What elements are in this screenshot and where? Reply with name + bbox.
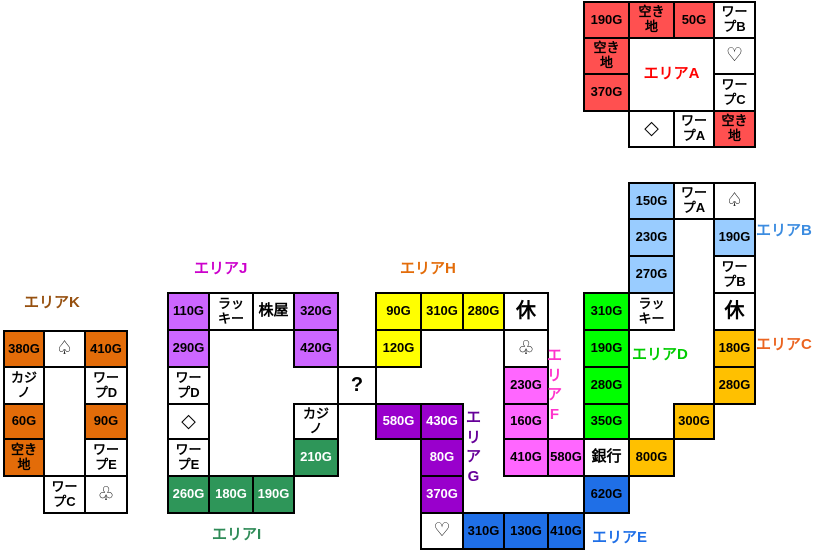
board-cell: ワー プC [43,475,86,514]
board-cell: 430G [420,403,464,440]
board-cell: 410G [503,438,549,477]
board-cell: 380G [3,330,45,368]
board-cell: 休 [503,292,549,331]
board-cell: 280G [583,366,630,405]
suit-symbol-cell: ◇ [628,110,675,148]
suit-symbol-cell: ♡ [713,37,756,75]
board-cell: 190G [252,475,295,514]
board-cell: 空き 地 [628,1,675,39]
board-cell: 310G [583,292,630,331]
area-label: エリアH [400,260,456,277]
board-cell: 320G [293,292,339,331]
suit-symbol-cell: ♡ [420,512,464,550]
board-cell: 190G [713,218,756,257]
board-cell: 90G [84,403,128,440]
board-cell: 620G [583,475,630,514]
board-cell: 800G [628,438,675,477]
board-cell: ワー プD [84,366,128,405]
area-label: エリアK [24,294,80,311]
board-cell: ラッ キー [628,292,675,331]
board-cell: 銀行 [583,438,630,477]
board-cell: 410G [84,330,128,368]
area-label: エリアC [756,336,812,353]
board-cell: 580G [547,438,585,477]
board-cell: ワー プB [713,255,756,294]
board-cell: 350G [583,403,630,440]
board-cell: ワー プD [167,366,210,405]
board-cell: 300G [673,403,715,440]
board-cell: 210G [293,438,339,477]
board-cell: 420G [293,329,339,368]
area-label: エリアF [546,347,562,423]
board-cell: カジ ノ [293,403,339,440]
area-label: エリアD [632,346,688,363]
board-cell: 空き 地 [713,110,756,148]
area-label: エリアB [756,222,812,239]
area-label: エリアE [592,529,648,546]
area-label-cell: エリアA [628,37,715,112]
board-cell: 410G [547,512,585,550]
board-cell: 180G [713,329,756,368]
board-cell: 190G [583,1,630,39]
suit-symbol-cell: ♧ [84,475,128,514]
board-cell: 150G [628,182,675,220]
board-cell: ワー プA [673,182,715,220]
board-cell: 180G [208,475,254,514]
board-cell: 60G [3,403,45,440]
board-cell: 310G [420,292,464,331]
board-cell: ワー プE [84,438,128,477]
board-cell: 130G [503,512,549,550]
suit-symbol-cell: ◇ [167,403,210,440]
board-cell: 190G [583,329,630,368]
board-cell: 80G [420,438,464,477]
board-cell: ? [337,366,377,405]
board-cell: 株屋 [252,292,295,331]
board-cell: ワー プE [167,438,210,477]
suit-symbol-cell: ♧ [503,329,549,368]
suit-symbol-cell: ♤ [43,330,86,368]
suit-symbol-cell: ♤ [713,182,756,220]
board-cell: ラッ キー [208,292,254,331]
area-label: エリアJ [194,260,248,277]
board-cell: 230G [503,366,549,405]
board-cell: 160G [503,403,549,440]
board-cell: ワー プC [713,73,756,112]
board-cell: 290G [167,329,210,368]
board-cell: 370G [420,475,464,514]
board-cell: 空き 地 [3,438,45,477]
board-cell: 110G [167,292,210,331]
board-cell: 580G [375,403,422,440]
board-cell: 空き 地 [583,37,630,75]
board-cell: 休 [713,292,756,331]
board-cell: 230G [628,218,675,257]
board-cell: 280G [713,366,756,405]
area-label: エリアI [212,526,262,543]
board-cell: 90G [375,292,422,331]
board-cell: ワー プA [673,110,715,148]
board-cell: 310G [462,512,505,550]
board-cell: 260G [167,475,210,514]
board-cell: 120G [375,329,422,368]
board-cell: 370G [583,73,630,112]
board-cell: カジ ノ [3,366,45,405]
board-cell: 50G [673,1,715,39]
board-cell: 280G [462,292,505,331]
area-label: エリアG [465,409,481,485]
board-cell: 270G [628,255,675,294]
board-cell: ワー プB [713,1,756,39]
